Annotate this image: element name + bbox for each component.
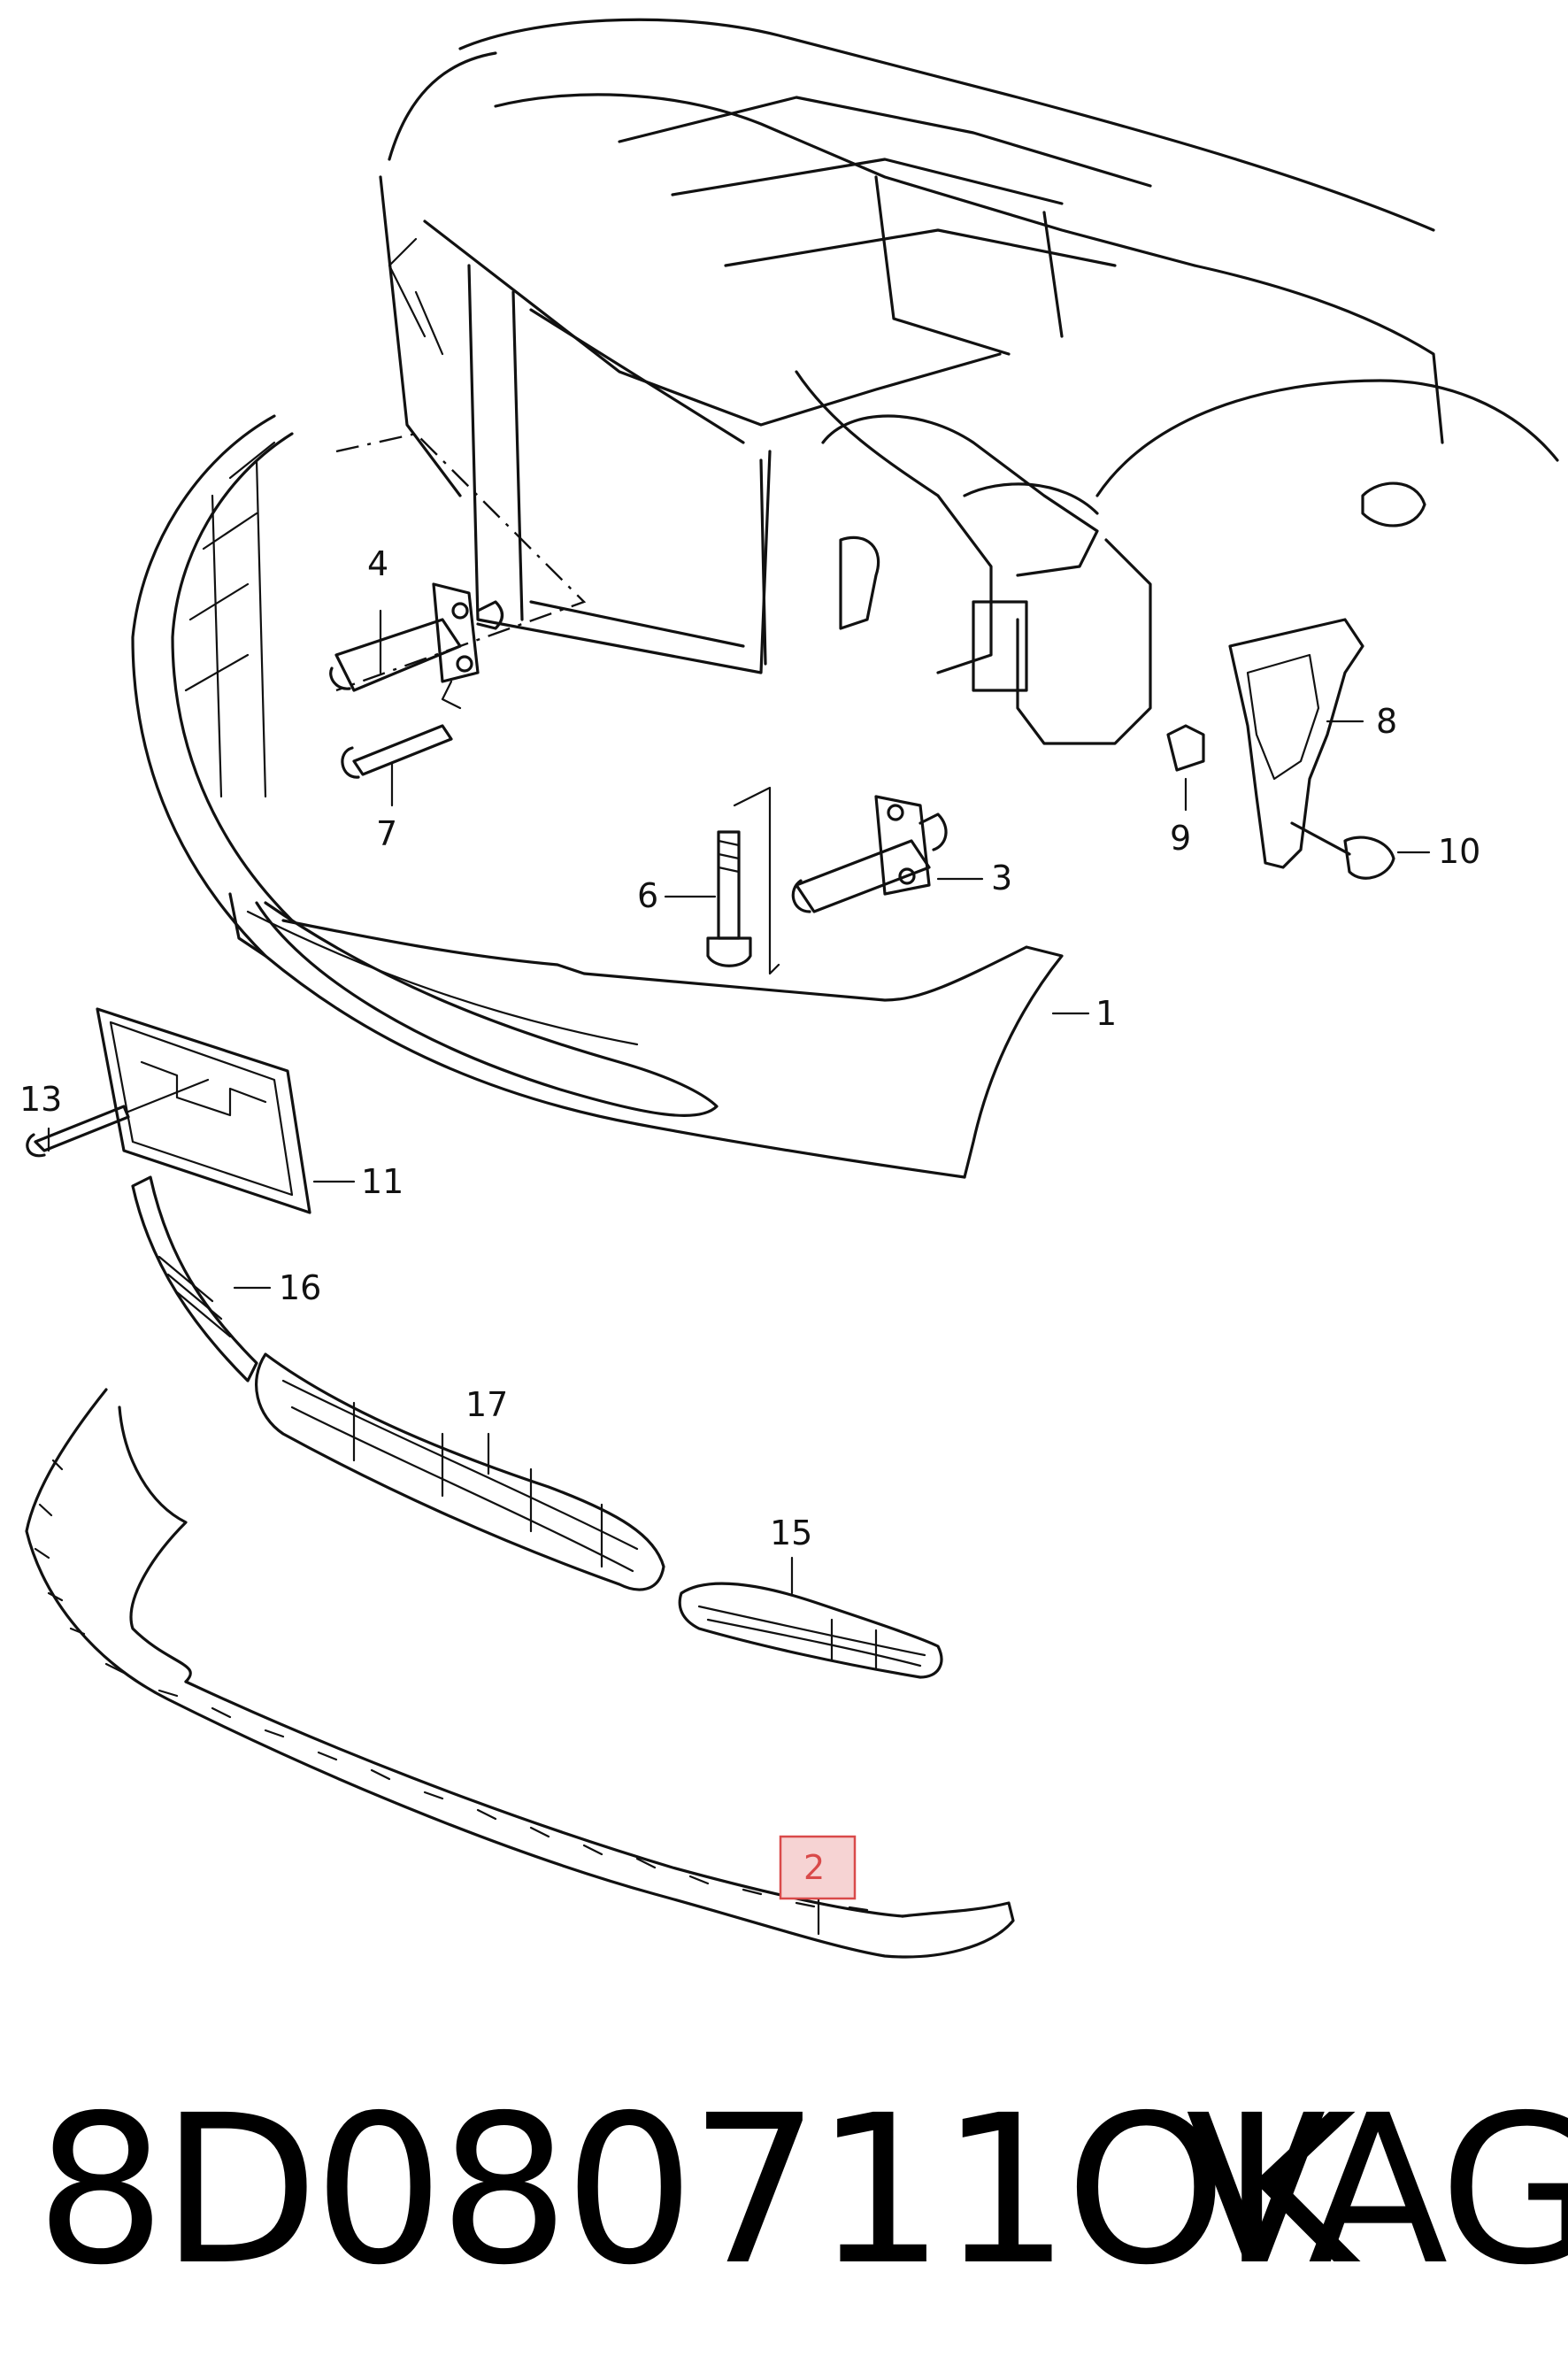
callout-16: 16 bbox=[279, 1268, 321, 1307]
car-body-drawing bbox=[335, 18, 1559, 745]
front-bumper-drawing bbox=[131, 414, 1064, 1179]
part-caption: 8D080711OK VAG bbox=[35, 2076, 1568, 2306]
callout-15: 15 bbox=[770, 1513, 812, 1552]
callout-labels: 4 7 6 3 8 9 10 1 13 11 16 17 15 2 bbox=[19, 544, 1480, 1900]
callout-8: 8 bbox=[1376, 702, 1397, 741]
callout-4: 4 bbox=[367, 544, 388, 583]
leader-lines bbox=[47, 609, 1431, 1936]
guide-8-clip-9-screw-10-drawing bbox=[1166, 618, 1395, 880]
center-grille-17-drawing bbox=[255, 1352, 665, 1591]
side-grille-16-drawing bbox=[131, 1175, 258, 1383]
small-grille-15-drawing bbox=[678, 1582, 943, 1679]
callout-11: 11 bbox=[361, 1162, 404, 1201]
part-number: 8D080711OK bbox=[35, 2071, 1357, 2310]
callout-1: 1 bbox=[1095, 994, 1117, 1033]
callout-2: 2 bbox=[803, 1848, 825, 1887]
spoiler-2-drawing bbox=[25, 1388, 1015, 1959]
callout-9: 9 bbox=[1170, 819, 1191, 858]
callout-3: 3 bbox=[991, 859, 1012, 897]
bolt-6-and-bracket-3-drawing bbox=[706, 786, 948, 975]
callout-13: 13 bbox=[19, 1080, 62, 1119]
callout-7: 7 bbox=[376, 814, 397, 853]
plate-carrier-11-drawing bbox=[26, 1007, 311, 1214]
callout-6: 6 bbox=[637, 876, 658, 915]
callout-17: 17 bbox=[465, 1385, 508, 1424]
callout-2-highlight-box bbox=[779, 1835, 857, 1900]
callout-10: 10 bbox=[1438, 832, 1480, 871]
bracket-4-drawing bbox=[329, 582, 504, 779]
brand-name: VAG bbox=[1186, 2071, 1568, 2310]
